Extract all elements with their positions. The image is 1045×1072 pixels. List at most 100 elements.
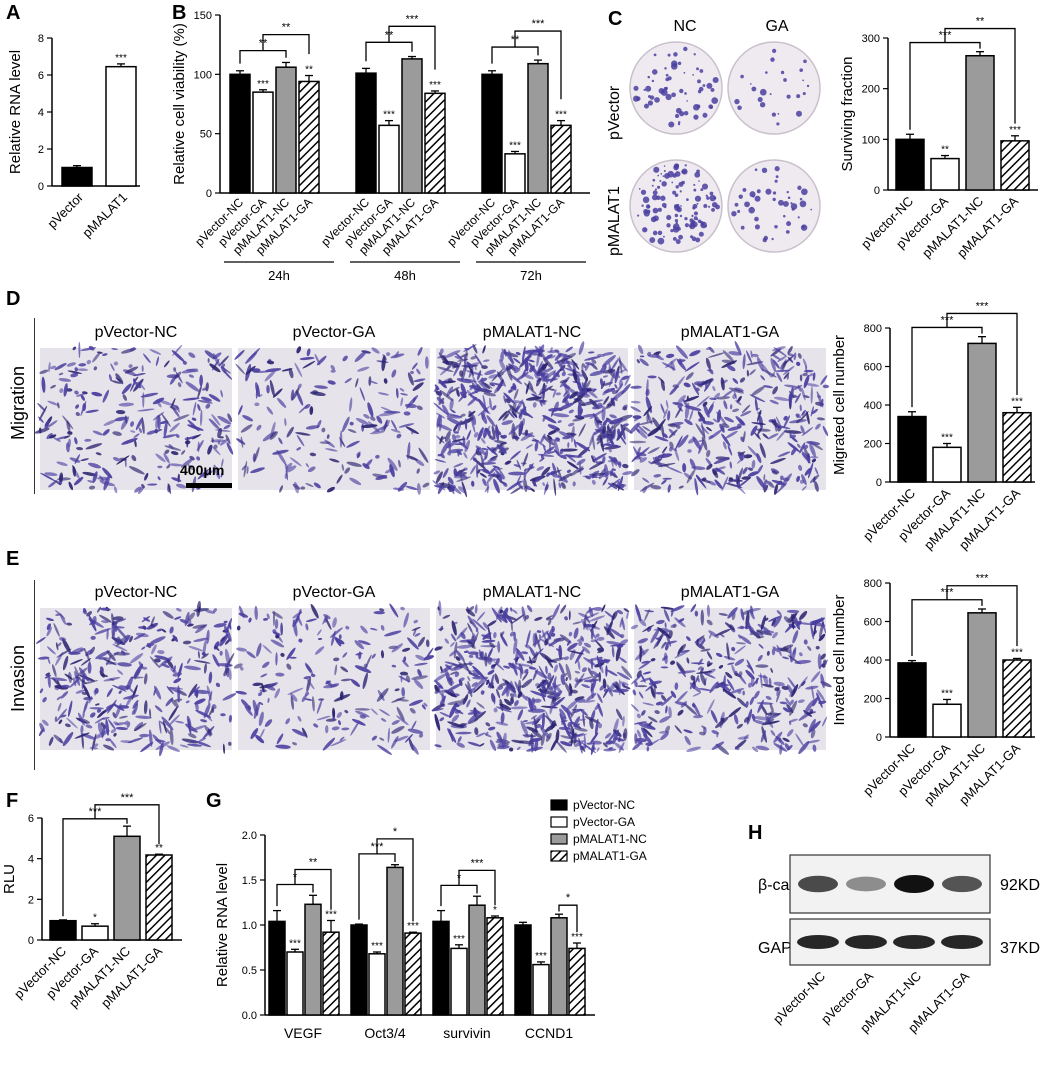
migration-cell bbox=[751, 353, 759, 358]
invasion-cell bbox=[339, 736, 345, 741]
invasion-cell bbox=[497, 640, 501, 653]
chart-g-bar bbox=[386, 866, 404, 1016]
colony-dot bbox=[638, 188, 641, 190]
colony-dot bbox=[691, 214, 694, 218]
migration-cell bbox=[493, 440, 508, 445]
migration-cell bbox=[405, 485, 418, 490]
migration-cell bbox=[793, 352, 797, 361]
chart-g-bracket bbox=[276, 883, 314, 907]
invasion-cell bbox=[690, 675, 695, 681]
invasion-cell bbox=[103, 744, 115, 751]
invasion-cell bbox=[92, 743, 99, 748]
invasion-cell bbox=[459, 639, 477, 643]
migration-cell bbox=[463, 467, 468, 471]
invasion-cell bbox=[530, 715, 537, 720]
migration-cell bbox=[757, 409, 762, 422]
invasion-cell bbox=[154, 658, 161, 663]
invasion-cell bbox=[677, 670, 696, 674]
invasion-cell bbox=[387, 727, 390, 744]
invasion-cell bbox=[639, 645, 642, 663]
invasion-cell bbox=[783, 616, 791, 624]
colony-dot bbox=[662, 175, 665, 178]
invasion-cell bbox=[694, 610, 699, 617]
invasion-cell bbox=[415, 654, 426, 661]
invasion-cell bbox=[49, 677, 68, 681]
scale-bar bbox=[186, 483, 232, 488]
invasion-cell bbox=[510, 680, 517, 698]
migration-cell bbox=[536, 466, 545, 471]
migration-cell bbox=[657, 453, 673, 459]
invasion-cell bbox=[490, 693, 496, 703]
invasion-cell bbox=[782, 707, 791, 713]
invasion-cell bbox=[290, 693, 298, 702]
migration-cell bbox=[669, 386, 678, 395]
migration-cell bbox=[603, 387, 616, 394]
invasion-cell bbox=[203, 663, 207, 674]
migration-cell bbox=[769, 481, 773, 485]
migration-cell bbox=[72, 466, 76, 477]
invasion-cell bbox=[162, 720, 167, 734]
invasion-cell bbox=[773, 614, 782, 628]
migration-cell bbox=[470, 465, 476, 475]
invasion-cell bbox=[298, 638, 303, 643]
colony-dot bbox=[713, 196, 717, 200]
invasion-cell bbox=[765, 720, 780, 725]
invasion-cell bbox=[772, 646, 779, 653]
invasion-cell bbox=[64, 723, 71, 728]
migration-cell bbox=[155, 415, 160, 429]
invasion-cell bbox=[148, 729, 153, 747]
migration-cell bbox=[722, 350, 735, 363]
migration-cell bbox=[773, 347, 788, 357]
chart-f-ylabel: RLU bbox=[1, 864, 18, 894]
migration-cell bbox=[555, 437, 560, 441]
migration-cell bbox=[729, 404, 733, 410]
migration-cell bbox=[209, 363, 221, 373]
colony-dot bbox=[754, 168, 758, 171]
migration-cell bbox=[611, 390, 625, 402]
migration-cell bbox=[696, 395, 710, 408]
invasion-cell bbox=[389, 603, 399, 618]
colony-dot bbox=[698, 180, 700, 182]
invasion-cell bbox=[526, 660, 537, 664]
invasion-cell bbox=[255, 734, 265, 744]
migration-cell bbox=[592, 388, 596, 393]
invasion-cell bbox=[149, 656, 160, 669]
invasion-cell bbox=[438, 600, 442, 617]
migration-cell bbox=[111, 348, 118, 351]
migration-cell bbox=[264, 370, 276, 382]
migration-cell bbox=[74, 390, 79, 395]
invasion-cell bbox=[74, 732, 90, 739]
invasion-cell bbox=[476, 732, 486, 738]
invasion-cell bbox=[141, 666, 148, 670]
migration-cell bbox=[250, 467, 265, 474]
colony-dot bbox=[657, 230, 663, 236]
invasion-cell bbox=[560, 674, 566, 686]
invasion-cell bbox=[456, 627, 468, 640]
invasion-cell bbox=[822, 716, 828, 727]
invasion-cell bbox=[305, 623, 309, 631]
chart-g-ytick-label: 1.5 bbox=[242, 875, 257, 887]
migration-cell bbox=[58, 472, 63, 483]
invasion-cell bbox=[500, 631, 505, 636]
migration-cell bbox=[608, 448, 612, 453]
chart-g-bracket bbox=[558, 904, 578, 933]
chart-c-ytick-label: 100 bbox=[862, 134, 880, 146]
migration-cell bbox=[795, 361, 801, 367]
chart-g-sig-label: *** bbox=[289, 938, 301, 949]
migration-cell bbox=[163, 360, 170, 368]
chart-b-bar bbox=[378, 124, 400, 194]
wb-size-37kd: 37KD bbox=[1000, 940, 1041, 957]
migration-cell bbox=[438, 352, 448, 366]
invasion-cell bbox=[740, 608, 745, 621]
migration-cell bbox=[355, 378, 359, 388]
migration-cell bbox=[756, 464, 763, 475]
migration-cell bbox=[721, 433, 731, 447]
migration-cell bbox=[440, 440, 450, 456]
invasion-cell bbox=[111, 622, 115, 639]
invasion-cell bbox=[425, 639, 430, 648]
invasion-cell bbox=[106, 687, 113, 698]
migration-cell bbox=[459, 370, 464, 377]
migration-cell bbox=[646, 411, 650, 423]
chart-b-ylabel: Relative cell viability (%) bbox=[171, 23, 188, 185]
